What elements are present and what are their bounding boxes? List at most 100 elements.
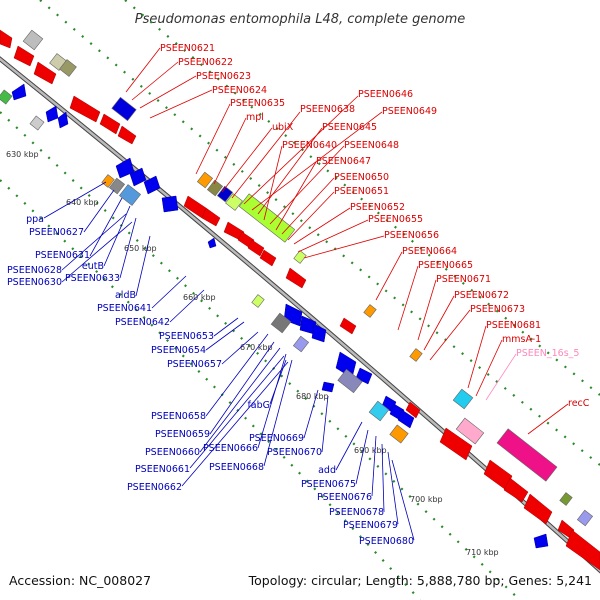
- reverse-gene-arrow: [321, 381, 335, 393]
- feature-box: [363, 304, 377, 318]
- forward-gene-arrow: [439, 427, 473, 461]
- rna-gene-labels: PSEEN_16s_5: [516, 348, 579, 359]
- rna-leaders: [485, 353, 517, 401]
- reverse-gene-arrow: [45, 105, 59, 123]
- gene-label: fabG: [247, 400, 270, 411]
- gene-label: PSEEN0623: [196, 71, 251, 82]
- reverse-gene-arrow: [143, 175, 161, 195]
- gene-label: PSEEN0679: [343, 520, 398, 531]
- forward-gene-arrow: [259, 249, 277, 267]
- tick-label: 660 kbp: [183, 293, 216, 302]
- gene-label: PSEEN0670: [267, 447, 322, 458]
- feature-box: [270, 312, 292, 334]
- feature-boxes: [0, 29, 594, 527]
- gene-label: recC: [568, 398, 590, 409]
- feature-box: [576, 509, 594, 527]
- gene-label: PSEEN0645: [322, 122, 377, 133]
- feature-box: [389, 424, 409, 444]
- feature-box: [196, 171, 214, 189]
- forward-gene-arrow: [13, 45, 35, 67]
- tick-label: 650 kbp: [124, 244, 157, 253]
- gene-label: PSEEN0641: [97, 303, 152, 314]
- gene-label: aldB: [115, 290, 136, 301]
- reverse-gene-arrow: [397, 409, 415, 429]
- gene-label: ubiX: [272, 122, 294, 133]
- feature-box: [559, 492, 573, 506]
- reverse-gene-arrow: [129, 167, 147, 187]
- feature-box: [22, 29, 44, 51]
- gene-label: PSEEN0635: [230, 98, 285, 109]
- gc-track-outer-2: [124, 0, 600, 396]
- gene-label: PSEEN0681: [486, 320, 541, 331]
- forward-gene-arrow: [503, 477, 529, 503]
- gene-label: mmsA-1: [502, 334, 541, 345]
- tick-label: 680 kbp: [296, 392, 329, 401]
- forward-gene-arrow: [405, 401, 421, 419]
- gene-label: PSEEN0640: [282, 140, 337, 151]
- feature-box: [238, 193, 296, 243]
- gene-label: PSEEN0666: [203, 443, 258, 454]
- gene-label: PSEEN0650: [334, 172, 389, 183]
- gene-label: PSEEN0628: [7, 265, 62, 276]
- forward-gene-arrow: [0, 29, 13, 49]
- gene-label: PSEEN0642: [115, 317, 170, 328]
- gene-label: PSEEN0631: [35, 250, 90, 261]
- tick-label: 640 kbp: [66, 198, 99, 207]
- reverse-gene-arrow: [207, 237, 217, 249]
- feature-box: [409, 348, 423, 362]
- reverse-gene-arrow: [311, 323, 327, 343]
- gene-label: PSEEN0646: [358, 89, 413, 100]
- forward-gene-arrow: [565, 529, 600, 571]
- tick-label: 630 kbp: [6, 150, 39, 159]
- reverse-gene-labels: ppa PSEEN0627 PSEEN0631 eutB PSEEN0628 P…: [7, 214, 414, 547]
- gene-label: PSEEN0657: [167, 359, 222, 370]
- scale-ticks: 630 kbp 640 kbp 650 kbp 660 kbp 670 kbp …: [6, 150, 499, 557]
- gene-label: PSEEN0678: [329, 507, 384, 518]
- accession-text: Accession: NC_008027: [9, 573, 151, 588]
- gene-label: PSEEN0622: [178, 57, 233, 68]
- feature-box: [251, 294, 265, 308]
- gene-label: ppa: [26, 214, 44, 225]
- feature-box: [206, 179, 224, 197]
- feature-box: [452, 388, 474, 410]
- gene-label: PSEEN0668: [209, 462, 264, 473]
- tick-label: 700 kbp: [410, 495, 443, 504]
- forward-gene-arrow: [247, 239, 265, 257]
- gene-label: PSEEN0624: [212, 85, 267, 96]
- forward-gene-arrow: [117, 125, 137, 145]
- gene-label: PSEEN0633: [65, 273, 120, 284]
- tick-label: 670 kbp: [240, 343, 273, 352]
- gene-label: PSEEN0654: [151, 345, 206, 356]
- feature-box: [118, 184, 142, 206]
- forward-gene-arrow: [33, 61, 57, 85]
- gene-label: PSEEN0669: [249, 433, 304, 444]
- gene-label: PSEEN0621: [160, 43, 215, 54]
- gene-label: PSEEN0658: [151, 411, 206, 422]
- gene-label: PSEEN0627: [29, 227, 84, 238]
- gene-label: PSEEN0662: [127, 482, 182, 493]
- gene-label: add: [318, 465, 336, 476]
- feature-box: [455, 417, 485, 445]
- reverse-leaders: [43, 181, 415, 541]
- gene-label: PSEEN0648: [344, 140, 399, 151]
- gene-label: PSEEN0651: [334, 186, 389, 197]
- feature-box: [292, 335, 310, 353]
- forward-gene-arrow: [69, 95, 101, 123]
- feature-box: [216, 185, 234, 203]
- forward-gene-arrow: [523, 493, 553, 525]
- feature-box: [337, 368, 363, 394]
- feature-box: [0, 89, 13, 105]
- feature-box: [496, 428, 558, 482]
- gene-label: PSEEN0661: [135, 464, 190, 475]
- gene-label: PSEEN0676: [317, 492, 372, 503]
- gene-label: PSEEN_16s_5: [516, 348, 579, 359]
- map-title: Pseudomonas entomophila L48, complete ge…: [135, 12, 466, 27]
- forward-gene-arrow: [99, 113, 121, 135]
- reverse-gene-arrow: [533, 533, 549, 549]
- tick-label: 690 kbp: [354, 446, 387, 455]
- feature-box: [368, 400, 390, 422]
- reverse-gene-arrow: [161, 195, 179, 213]
- feature-box: [59, 59, 77, 77]
- gene-label: PSEEN0664: [402, 246, 457, 257]
